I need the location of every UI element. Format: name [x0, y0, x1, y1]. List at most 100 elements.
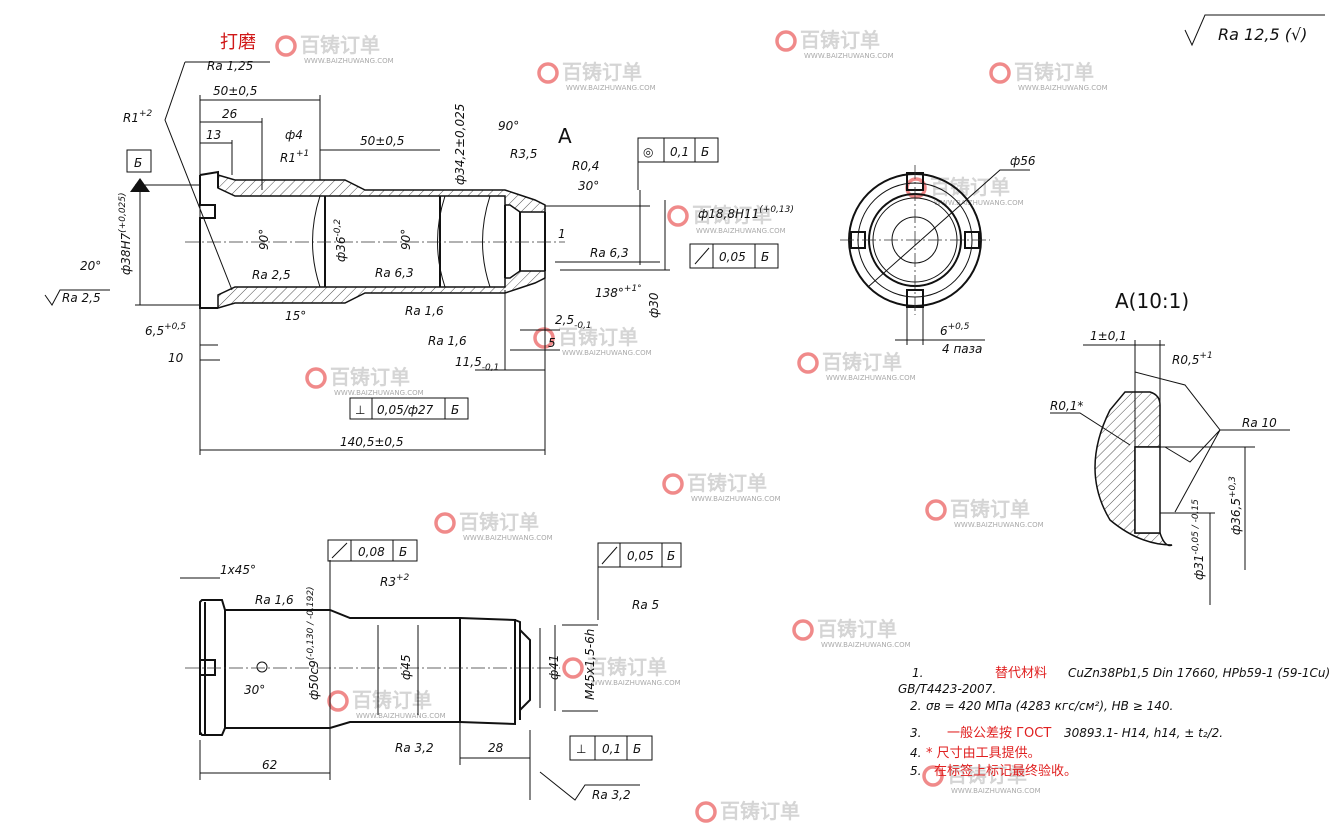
section-hatch-top	[217, 173, 546, 213]
end-view	[840, 165, 1030, 345]
dimension-label: 26	[222, 107, 238, 121]
svg-text:* 尺寸由工具提供。: * 尺寸由工具提供。	[926, 745, 1041, 761]
concentricity-frame: ◎ 0,1 Б	[637, 137, 719, 163]
radius-label: R1+2	[123, 109, 153, 125]
main-section-view	[126, 61, 670, 455]
dimension-label: 11,5-0,1	[455, 355, 499, 373]
dimension-label: ф30	[647, 292, 661, 318]
radius-label: R0,4	[572, 159, 599, 173]
runout-arrow-icon	[331, 542, 348, 559]
dimension-label: 6+0,5	[940, 322, 970, 338]
svg-text:百铸订单: 百铸订单	[300, 33, 380, 57]
svg-text:0,08: 0,08	[358, 545, 385, 559]
perpendicularity-frame: ⊥ 0,05/ф27 Б	[349, 397, 469, 420]
dimension-label: 28	[488, 741, 504, 755]
angle-label: 138°+1°	[595, 284, 642, 300]
runout-frame: 0,05 Б	[689, 243, 779, 269]
datum-box	[126, 149, 152, 173]
svg-text:百铸订单: 百铸订单	[822, 350, 902, 374]
svg-text:一般公差按 ГОСТ: 一般公差按 ГОСТ	[947, 725, 1051, 741]
dimension-label: 13	[206, 128, 221, 142]
svg-text:WWW.BAIZHUWANG.COM: WWW.BAIZHUWANG.COM	[696, 227, 786, 235]
angle-label: 30°	[578, 179, 599, 193]
svg-text:WWW.BAIZHUWANG.COM: WWW.BAIZHUWANG.COM	[951, 787, 1041, 795]
svg-text:百铸订单: 百铸订单	[800, 28, 880, 52]
dimension-label: ф38H7(+0,025)	[118, 192, 133, 275]
roughness-label: Ra 2,5	[62, 291, 101, 305]
svg-text:百铸订单: 百铸订单	[330, 365, 410, 389]
svg-text:WWW.BAIZHUWANG.COM: WWW.BAIZHUWANG.COM	[954, 521, 1044, 529]
svg-text:WWW.BAIZHUWANG.COM: WWW.BAIZHUWANG.COM	[691, 495, 781, 503]
svg-text:Б: Б	[399, 545, 407, 559]
svg-text:Б: Б	[451, 403, 459, 417]
dimension-label: 140,5±0,5	[340, 435, 404, 449]
svg-text:百铸订单: 百铸订单	[720, 799, 800, 823]
detail-a-view	[1050, 340, 1290, 605]
svg-text:0,05: 0,05	[627, 549, 654, 563]
svg-text:Б: Б	[633, 742, 641, 756]
roughness-symbol	[44, 289, 110, 306]
radius-label: R0,1*	[1050, 399, 1083, 413]
thread-label: M45x1,5-6h	[583, 629, 597, 700]
svg-text:CuZn38Pb1,5 Din 17660, HPb5: CuZn38Pb1,5 Din 17660, HPb59-1 (59-1Cu)	[1068, 666, 1330, 680]
svg-text:4.: 4.	[910, 746, 921, 760]
lower-view	[180, 560, 640, 801]
svg-text:0,05/ф27: 0,05/ф27	[377, 403, 434, 417]
roughness-label: Ra 2,5	[252, 268, 291, 282]
svg-text:WWW.BAIZHUWANG.COM: WWW.BAIZHUWANG.COM	[304, 57, 394, 65]
angle-label: 20°	[80, 259, 101, 273]
svg-text:GB/T4423-2007.: GB/T4423-2007.	[898, 682, 996, 696]
svg-text:30893.1- H14, h14, ± t₂/2.: 30893.1- H14, h14, ± t₂/2.	[1064, 726, 1223, 740]
svg-text:2.: 2.	[910, 699, 921, 713]
svg-text:百铸订单: 百铸订单	[947, 763, 1027, 787]
dimension-label: 5	[548, 336, 556, 350]
view-marker-a: A	[558, 124, 572, 148]
radius-label: R0,5+1	[1172, 351, 1213, 367]
dimension-label: 1	[558, 227, 566, 241]
svg-text:0,05: 0,05	[719, 250, 746, 264]
dimension-label: ф31-0,05 / -0,15	[1191, 499, 1206, 580]
dimension-label: ф34,2±0,025	[453, 104, 467, 185]
svg-text:百铸订单: 百铸订单	[1014, 60, 1094, 84]
svg-text:在标签上标记最终验收。: 在标签上标记最终验收。	[934, 763, 1077, 779]
roughness-label: Ra 5	[632, 598, 659, 612]
svg-text:替代材料: 替代材料	[995, 666, 1047, 681]
svg-text:百铸订单: 百铸订单	[459, 510, 539, 534]
dimension-label: ф36-0,2	[333, 219, 348, 262]
note-5: 5.在标签上标记最终验收。	[910, 763, 1077, 779]
grind-note: 打磨	[220, 32, 256, 53]
svg-text:Ra 12,5 (√): Ra 12,5 (√)	[1218, 25, 1307, 44]
runout-arrow-icon	[601, 546, 618, 565]
slot-count-label: 4 паза	[942, 342, 982, 356]
roughness-label: Ra 1,6	[405, 304, 444, 318]
svg-text:百铸订单: 百铸订单	[558, 325, 638, 349]
chamfer-label: 1x45°	[220, 563, 256, 577]
svg-text:WWW.BAIZHUWANG.COM: WWW.BAIZHUWANG.COM	[566, 84, 656, 92]
svg-text:⊥: ⊥	[576, 742, 586, 756]
svg-text:WWW.BAIZHUWANG.COM: WWW.BAIZHUWANG.COM	[804, 52, 894, 60]
angle-label: 30°	[244, 683, 265, 697]
note-1-cont: GB/T4423-2007.	[898, 682, 996, 696]
detail-title: A(10:1)	[1115, 289, 1189, 313]
svg-text:WWW.BAIZHUWANG.COM: WWW.BAIZHUWANG.COM	[821, 641, 911, 649]
angle-label: 90°	[399, 229, 413, 250]
perpendicularity-frame: ⊥ 0,1 Б	[569, 735, 653, 761]
dimension-label: ф18,8H11(+0,13)	[698, 205, 794, 221]
dimension-label: 2,5-0,1	[555, 313, 592, 331]
angle-label: 15°	[285, 309, 306, 323]
